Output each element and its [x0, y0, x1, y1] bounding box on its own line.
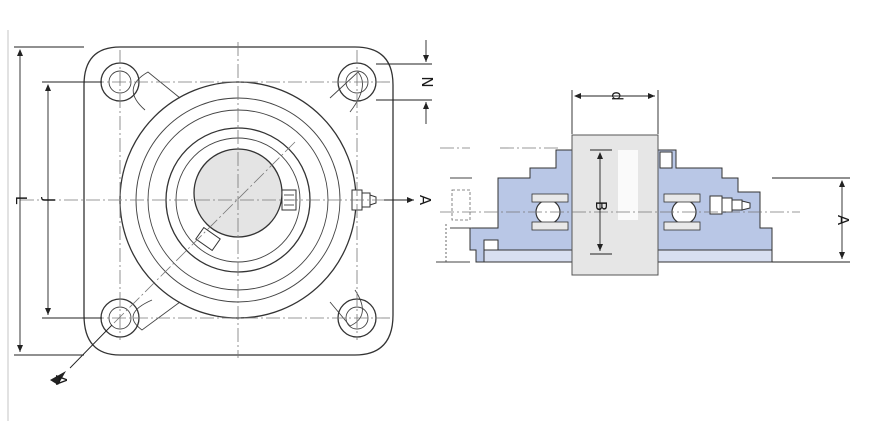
shaft [571, 134, 659, 276]
flange-inner-outline [132, 71, 363, 331]
section-arrow-corner-head [50, 371, 66, 385]
race-left-bottom [531, 221, 569, 231]
grease-nipple-side [709, 195, 751, 215]
front-view: L J N A A [12, 40, 436, 386]
race-left-top [531, 193, 569, 203]
housing-section-left [469, 149, 573, 263]
section-label-corner: A [52, 375, 70, 386]
dimension-J-label: J [40, 197, 58, 202]
section-arrow-corner-line [69, 324, 113, 369]
dimension-A-label: A [834, 215, 852, 226]
race-right-bottom [663, 221, 701, 231]
shaft-highlight [618, 150, 638, 220]
collar-set-screw [659, 151, 673, 169]
dimension-L-label: L [12, 196, 30, 205]
section-label-front: A [416, 195, 434, 206]
diagonal-section-line [111, 141, 296, 326]
bolt-phantom-left [451, 189, 471, 221]
race-right-top [663, 193, 701, 203]
set-screw-lower [195, 226, 221, 252]
side-section-view: d B A [436, 90, 852, 276]
dimension-B-label: B [592, 201, 610, 211]
dimension-N-label: N [418, 76, 436, 87]
dimension-d-label: d [608, 91, 626, 101]
